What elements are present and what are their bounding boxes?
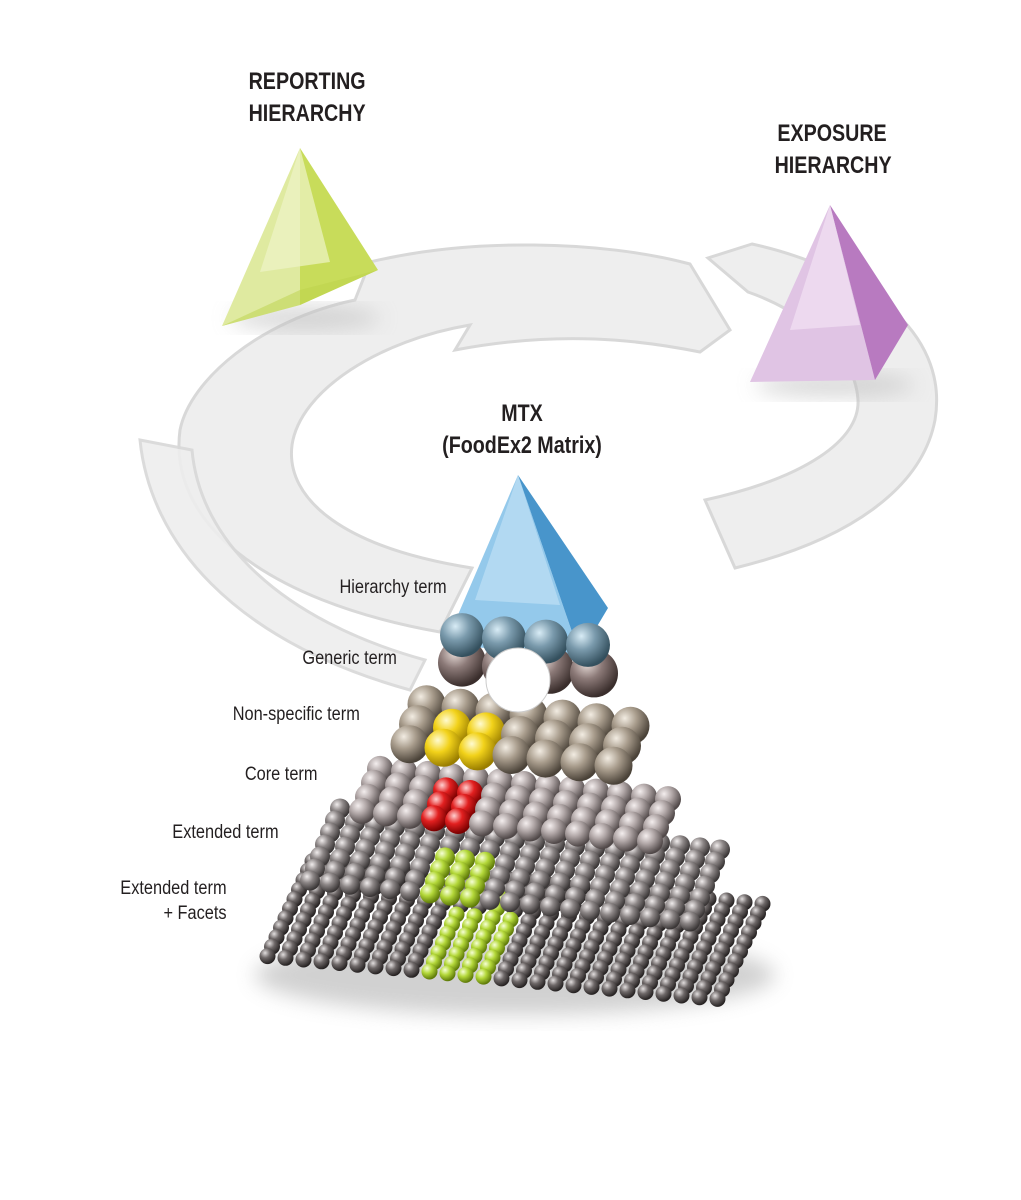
nonspecific-sphere (560, 743, 599, 782)
facet-sphere (673, 987, 690, 1004)
sphere-pyramid (255, 613, 775, 1015)
level-label-core-term: Core term (244, 764, 317, 785)
level-label-extended-term-facets: Extended term + Facets (120, 878, 227, 924)
facet-sphere (583, 978, 600, 995)
extended-sphere (600, 902, 620, 923)
facet-sphere (493, 970, 510, 987)
facet-sphere (637, 984, 654, 1000)
extended-sphere (340, 874, 360, 895)
facet-sphere (691, 989, 708, 1006)
extended-sphere (560, 898, 580, 919)
core-sphere (397, 802, 423, 829)
level-label-generic-term: Generic term (302, 648, 397, 669)
facet-sphere (529, 973, 546, 990)
facet-sphere-highlight (421, 963, 438, 980)
core-sphere (613, 825, 639, 852)
level-label-hierarchy-term: Hierarchy term (339, 577, 447, 598)
nonspecific-sphere (492, 736, 531, 774)
exposure-hierarchy-title: EXPOSURE HIERARCHY (774, 120, 892, 179)
extended-sphere (660, 909, 680, 930)
extended-sphere (500, 892, 520, 913)
reporting-hierarchy-title: REPORTING HIERARCHY (248, 68, 366, 127)
nonspecific-sphere (526, 739, 565, 778)
core-sphere (589, 823, 615, 850)
missing-sphere (485, 647, 551, 713)
facet-sphere (313, 953, 330, 970)
facet-sphere (709, 990, 726, 1007)
core-sphere (565, 820, 591, 847)
facet-sphere (511, 972, 528, 989)
nonspecific-sphere-highlight (458, 732, 497, 771)
reporting-pyramid (222, 148, 380, 330)
core-sphere (541, 818, 567, 844)
facet-sphere (601, 980, 618, 997)
level-label-non-specific-term: Non-specific term (232, 704, 360, 725)
facet-sphere (277, 949, 294, 966)
facet-sphere (367, 958, 384, 975)
facet-sphere (565, 977, 582, 994)
extended-sphere (400, 881, 420, 902)
facet-sphere (403, 961, 420, 978)
extended-sphere (380, 879, 400, 900)
nonspecific-sphere (594, 746, 633, 785)
extended-sphere-highlight (440, 885, 460, 906)
extended-sphere (300, 870, 320, 891)
hierarchy-sphere (566, 622, 610, 667)
extended-sphere (520, 894, 540, 915)
mtx-pyramid (445, 475, 608, 655)
facet-sphere (295, 951, 312, 968)
core-sphere (517, 815, 543, 842)
extended-sphere (540, 896, 560, 917)
mtx-title: MTX (FoodEx2 Matrix) (442, 400, 602, 459)
extended-sphere-highlight (460, 887, 480, 908)
nonspecific-sphere-highlight (424, 728, 463, 767)
extended-sphere (580, 900, 600, 921)
extended-sphere (680, 911, 700, 932)
nonspecific-sphere (390, 725, 429, 764)
facet-sphere-highlight (475, 968, 492, 985)
extended-sphere (360, 877, 380, 897)
core-sphere (349, 797, 375, 824)
exposure-pyramid (750, 205, 915, 397)
facet-sphere (331, 955, 348, 971)
core-sphere (373, 800, 399, 827)
core-sphere (493, 813, 519, 839)
facet-sphere (349, 956, 366, 973)
core-sphere-highlight (445, 808, 471, 834)
core-sphere (469, 810, 495, 837)
facet-sphere (547, 975, 564, 992)
extended-sphere (480, 889, 500, 910)
facet-sphere-highlight (457, 966, 474, 983)
facet-sphere (385, 960, 402, 977)
hierarchy-sphere (440, 613, 484, 658)
facet-sphere-highlight (439, 965, 456, 982)
core-sphere (637, 828, 663, 855)
facet-sphere (619, 982, 636, 999)
extended-sphere (640, 907, 660, 928)
core-sphere-highlight (421, 805, 447, 832)
facet-sphere (259, 948, 276, 965)
cycle-arrow-bottom (138, 438, 428, 692)
level-label-extended-term: Extended term (172, 822, 279, 843)
extended-sphere (320, 872, 340, 893)
extended-sphere (620, 905, 640, 925)
facet-sphere (655, 985, 672, 1002)
extended-sphere-highlight (420, 883, 440, 904)
